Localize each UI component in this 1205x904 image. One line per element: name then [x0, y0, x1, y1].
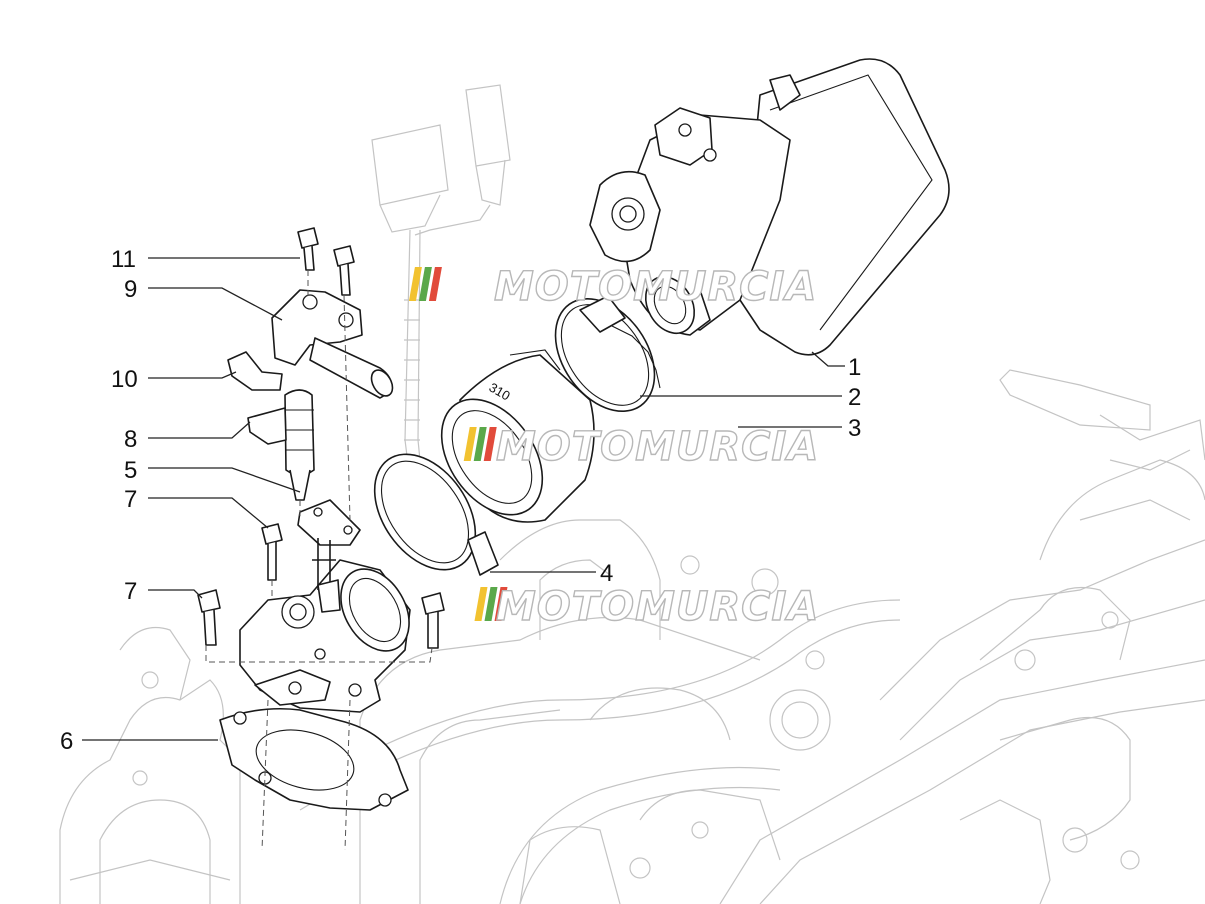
leader-7b — [148, 589, 203, 599]
callout-7b: 7 — [124, 578, 137, 605]
watermark-bottom: MOTOMURCIA — [474, 583, 819, 631]
hose-clamp-upper — [554, 295, 661, 413]
callout-9: 9 — [124, 276, 137, 303]
leader-1 — [811, 351, 845, 367]
callout-8: 8 — [124, 426, 137, 453]
gasket — [219, 708, 409, 811]
leader-10 — [148, 371, 237, 379]
callout-1: 1 — [848, 354, 861, 381]
engine-background — [59, 84, 1205, 904]
injector-holder — [271, 289, 394, 399]
watermark-text-middle: MOTOMURCIA — [496, 424, 819, 470]
callout-4: 4 — [600, 560, 613, 587]
screw-top-right — [333, 245, 355, 296]
assembly-guides — [205, 270, 433, 851]
screw-right — [421, 592, 445, 649]
callout-3: 3 — [848, 415, 861, 442]
leader-8 — [148, 421, 251, 439]
callout-7a: 7 — [124, 486, 137, 513]
callout-6: 6 — [60, 728, 73, 755]
watermark-text-top: MOTOMURCIA — [494, 264, 817, 310]
screw-top-left — [297, 227, 319, 271]
watermark-top: MOTOMURCIA — [408, 263, 817, 311]
screw-left-upper — [261, 523, 283, 581]
injector-clip — [227, 351, 283, 391]
fuel-injector — [247, 389, 315, 501]
leader-lines — [82, 257, 845, 741]
leader-5 — [148, 467, 301, 493]
callout-5: 5 — [124, 457, 137, 484]
hose-clamp-lower — [373, 453, 499, 576]
throttle-body — [589, 58, 950, 356]
intake-manifold — [239, 499, 411, 713]
callout-labels: 1 2 3 4 5 6 7 7 8 9 10 11 — [60, 246, 861, 755]
watermark-middle: MOTOMURCIA — [463, 423, 819, 471]
leader-7a — [148, 497, 269, 529]
screw-left-lower — [197, 589, 221, 646]
watermark-text-bottom: MOTOMURCIA — [496, 584, 819, 630]
intake-sleeve: 310 — [440, 349, 595, 523]
leader-9 — [148, 287, 283, 321]
callout-2: 2 — [848, 384, 861, 411]
callout-10: 10 — [111, 366, 138, 393]
callout-11: 11 — [111, 246, 136, 273]
